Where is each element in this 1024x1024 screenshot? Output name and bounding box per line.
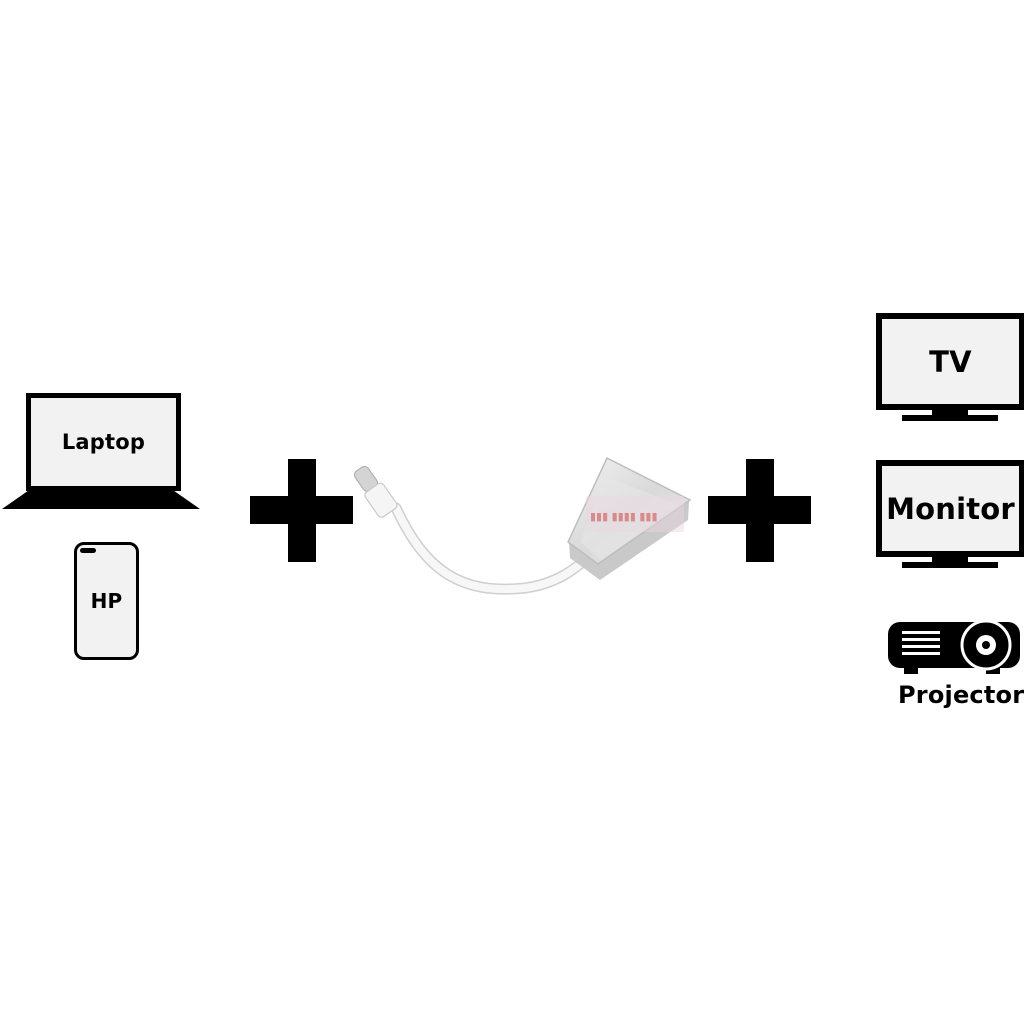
laptop-base (2, 491, 200, 509)
adapter-hub-icon (567, 456, 692, 580)
plus-icon (250, 459, 353, 562)
tv-stand (932, 410, 968, 416)
projector-icon (888, 619, 1020, 674)
phone-label: HP (90, 589, 123, 613)
watermark: ▮▮▮ ▮▮▮▮ ▮▮▮ (586, 496, 684, 532)
monitor-icon: Monitor (876, 460, 1024, 557)
monitor-label: Monitor (886, 491, 1015, 526)
laptop-icon: Laptop (26, 393, 181, 491)
monitor-stand (932, 557, 968, 563)
tv-stand-foot (902, 415, 998, 421)
plus-icon (708, 459, 811, 562)
monitor-stand-foot (902, 562, 998, 568)
tv-icon: TV (876, 313, 1024, 410)
usb-c-plug-icon (354, 465, 398, 518)
phone-icon: HP (74, 542, 139, 660)
phone-camera (80, 548, 96, 553)
usb-c-adapter: ▮▮▮ ▮▮▮▮ ▮▮▮ (354, 456, 692, 595)
laptop-label: Laptop (61, 430, 146, 454)
svg-text:▮▮▮ ▮▮▮▮ ▮▮▮: ▮▮▮ ▮▮▮▮ ▮▮▮ (590, 510, 658, 523)
tv-label: TV (929, 344, 972, 379)
projector-label: Projector (898, 681, 1024, 709)
